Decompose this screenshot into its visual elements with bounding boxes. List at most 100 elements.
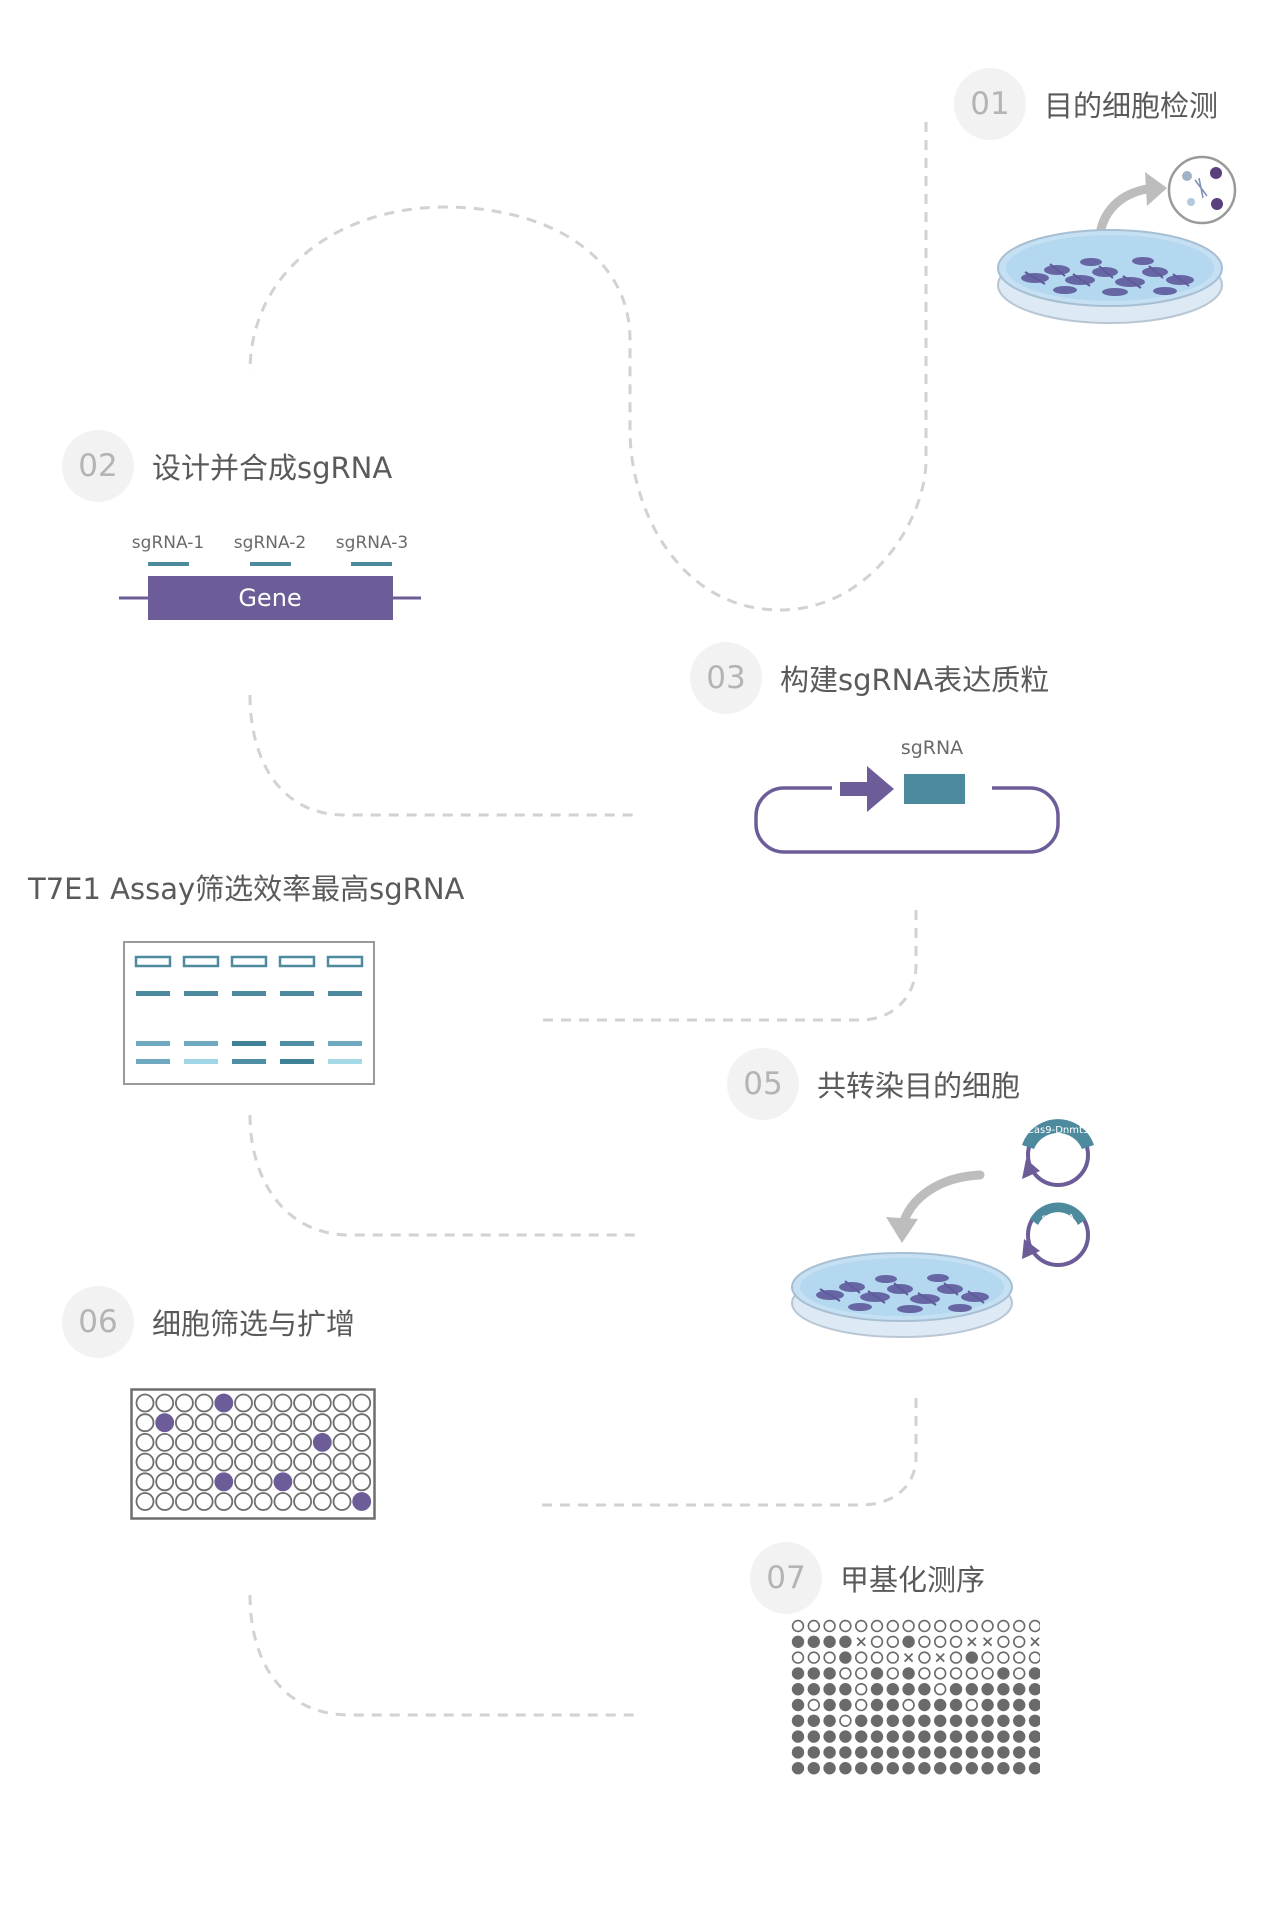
- sgrna-bar-3: [351, 562, 392, 566]
- empty-well: [155, 1472, 175, 1492]
- plasmid-diagram: sgRNA: [754, 737, 1060, 854]
- methylated-site: [807, 1714, 820, 1727]
- empty-well: [253, 1393, 273, 1413]
- curved-arrow-icon: [897, 1170, 985, 1232]
- gel-band: [232, 1059, 266, 1064]
- empty-well: [352, 1472, 372, 1492]
- filled-well: [214, 1472, 234, 1492]
- empty-well: [234, 1433, 253, 1452]
- empty-well: [175, 1413, 194, 1433]
- unmethylated-site: [949, 1635, 963, 1648]
- methylated-site: [965, 1683, 978, 1696]
- empty-well: [312, 1472, 332, 1492]
- unmethylated-site: [934, 1619, 947, 1633]
- gel-band: [328, 1059, 362, 1064]
- unmethylated-site: [949, 1619, 963, 1633]
- missing-site: [982, 1637, 993, 1647]
- empty-well: [253, 1413, 273, 1433]
- methylated-site: [965, 1746, 978, 1759]
- methylated-site: [823, 1714, 836, 1727]
- connector-06-07: [248, 1594, 640, 1717]
- gel-well: [134, 955, 172, 968]
- empty-well: [253, 1452, 273, 1472]
- gel-band: [136, 1059, 170, 1064]
- unmethylated-site: [1013, 1667, 1026, 1680]
- methylated-site: [807, 1730, 820, 1743]
- step-number: 07: [750, 1542, 822, 1614]
- empty-well: [214, 1433, 234, 1452]
- methylated-site: [997, 1667, 1010, 1680]
- step-06: 06 细胞筛选与扩增: [62, 1286, 355, 1358]
- plasmid-sgrna: sgRNA: [1022, 1202, 1090, 1267]
- unmethylated-site: [854, 1619, 868, 1633]
- empty-well: [312, 1492, 332, 1511]
- methylated-site: [949, 1762, 963, 1775]
- empty-well: [332, 1492, 352, 1511]
- step-02: 02 设计并合成sgRNA: [62, 430, 392, 502]
- step-title: 目的细胞检测: [1044, 89, 1219, 123]
- methylated-site: [965, 1730, 978, 1743]
- empty-well: [135, 1413, 155, 1433]
- methylated-site: [1028, 1698, 1040, 1712]
- gel-band: [184, 1059, 218, 1064]
- promoter-arrow-icon: [867, 766, 894, 812]
- gene-label: Gene: [238, 584, 301, 612]
- missing-site: [903, 1652, 914, 1663]
- methylated-site: [1013, 1714, 1026, 1727]
- methylated-site: [1013, 1683, 1026, 1696]
- gel-well: [182, 955, 220, 968]
- unmethylated-site: [965, 1698, 979, 1712]
- methylated-site: [965, 1714, 978, 1727]
- methylated-site: [791, 1667, 805, 1680]
- methylated-site: [823, 1635, 836, 1648]
- methylated-site: [791, 1635, 805, 1648]
- empty-well: [312, 1413, 332, 1433]
- methylated-site: [981, 1762, 994, 1775]
- methylated-site: [870, 1683, 884, 1696]
- unmethylated-site: [854, 1682, 868, 1696]
- methylated-site: [791, 1762, 805, 1775]
- methylated-site: [791, 1730, 805, 1743]
- gel-band: [184, 991, 218, 996]
- filled-well: [273, 1472, 293, 1492]
- unmethylated-site: [997, 1619, 1010, 1633]
- methylated-site: [997, 1683, 1010, 1696]
- empty-well: [332, 1452, 352, 1472]
- methylated-site: [934, 1698, 947, 1712]
- gel-band: [328, 1041, 362, 1046]
- unmethylated-site: [839, 1667, 852, 1680]
- methylated-site: [918, 1714, 931, 1727]
- methylated-site: [997, 1762, 1010, 1775]
- empty-well: [352, 1433, 372, 1452]
- step-title: 细胞筛选与扩增: [152, 1307, 356, 1341]
- methylated-site: [902, 1635, 915, 1648]
- empty-well: [175, 1452, 194, 1472]
- methylated-site: [997, 1746, 1010, 1759]
- gel-band: [232, 1041, 266, 1046]
- unmethylated-site: [870, 1651, 884, 1664]
- methylated-site: [949, 1698, 963, 1712]
- methylated-site: [870, 1746, 884, 1759]
- gel-well: [230, 955, 268, 968]
- unmethylated-site: [918, 1619, 931, 1633]
- empty-well: [293, 1413, 313, 1433]
- empty-well: [234, 1492, 253, 1511]
- culture-dish-icon: [997, 229, 1223, 324]
- methylated-site: [902, 1746, 915, 1759]
- methylated-site: [997, 1714, 1010, 1727]
- methylated-site: [855, 1746, 868, 1759]
- empty-well: [352, 1452, 372, 1472]
- methylated-site: [839, 1698, 852, 1712]
- methylated-site: [1013, 1762, 1026, 1775]
- empty-well: [175, 1393, 194, 1413]
- methylated-site: [902, 1714, 915, 1727]
- methylated-site: [839, 1746, 852, 1759]
- unmethylated-site: [854, 1667, 868, 1680]
- unmethylated-site: [807, 1619, 820, 1633]
- sgrna-insert-box: [904, 774, 965, 804]
- connector-04-05: [248, 1114, 640, 1237]
- methylated-site: [1028, 1714, 1040, 1727]
- methylated-site: [823, 1746, 836, 1759]
- empty-well: [194, 1433, 214, 1452]
